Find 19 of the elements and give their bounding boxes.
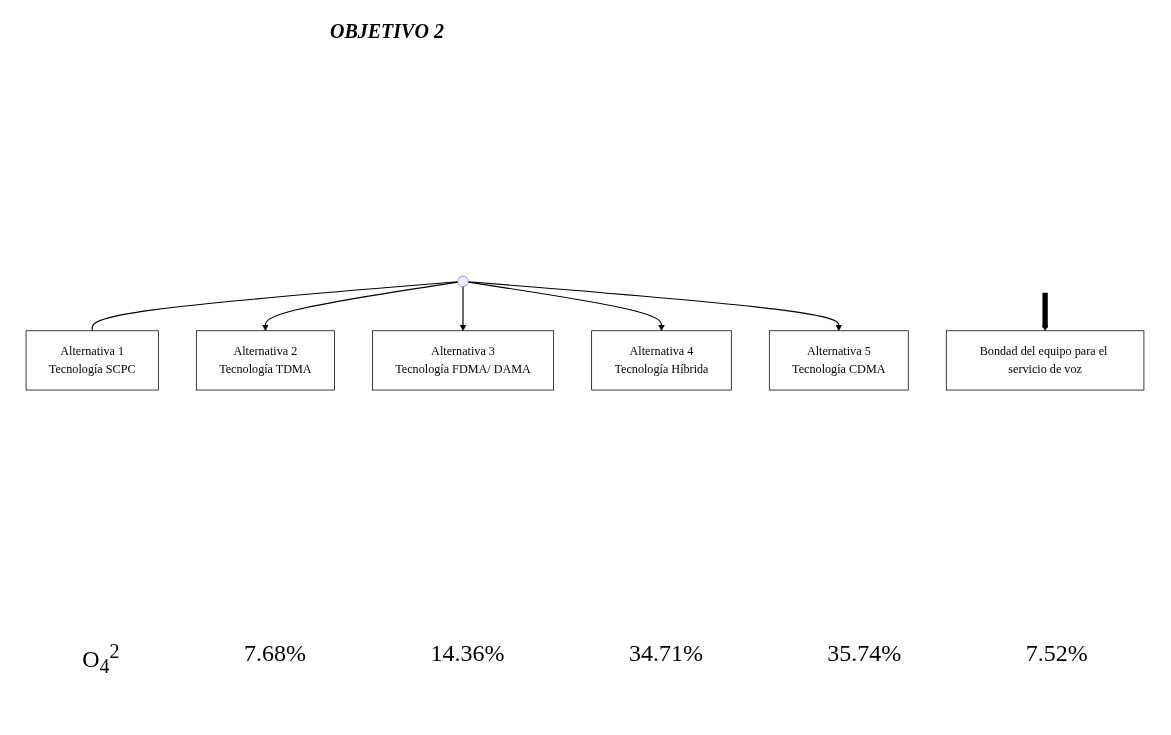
arrow — [459, 286, 467, 332]
arrow — [467, 281, 843, 332]
node-box: Alternativa 1 Tecnología SCPC — [25, 330, 159, 391]
percentage-label: 7.52% — [1025, 640, 1088, 668]
percentage-label: 7.68% — [244, 640, 306, 668]
percentage-label: 35.74% — [827, 640, 902, 668]
node-box: Alternativa 5 Tecnología CDMA — [768, 330, 909, 391]
arrow — [1041, 292, 1049, 332]
node-circle — [457, 275, 469, 288]
arrow — [262, 281, 459, 332]
node-box: Alternativa 4 Tecnología Híbrida — [591, 330, 732, 391]
diagram-title: OBJETIVO 2 — [330, 20, 444, 43]
percentage-label: 34.71% — [628, 640, 703, 668]
connector — [91, 281, 459, 332]
percentage-label: 14.36% — [430, 640, 505, 668]
node-box: Alternativa 3 Tecnología FDMA/ DAMA — [372, 330, 555, 391]
node-box: Bondad del equipo para el servicio de voz — [945, 330, 1145, 391]
node-box: Alternativa 2 Tecnología TDMA — [195, 330, 335, 391]
arrow — [467, 281, 665, 332]
